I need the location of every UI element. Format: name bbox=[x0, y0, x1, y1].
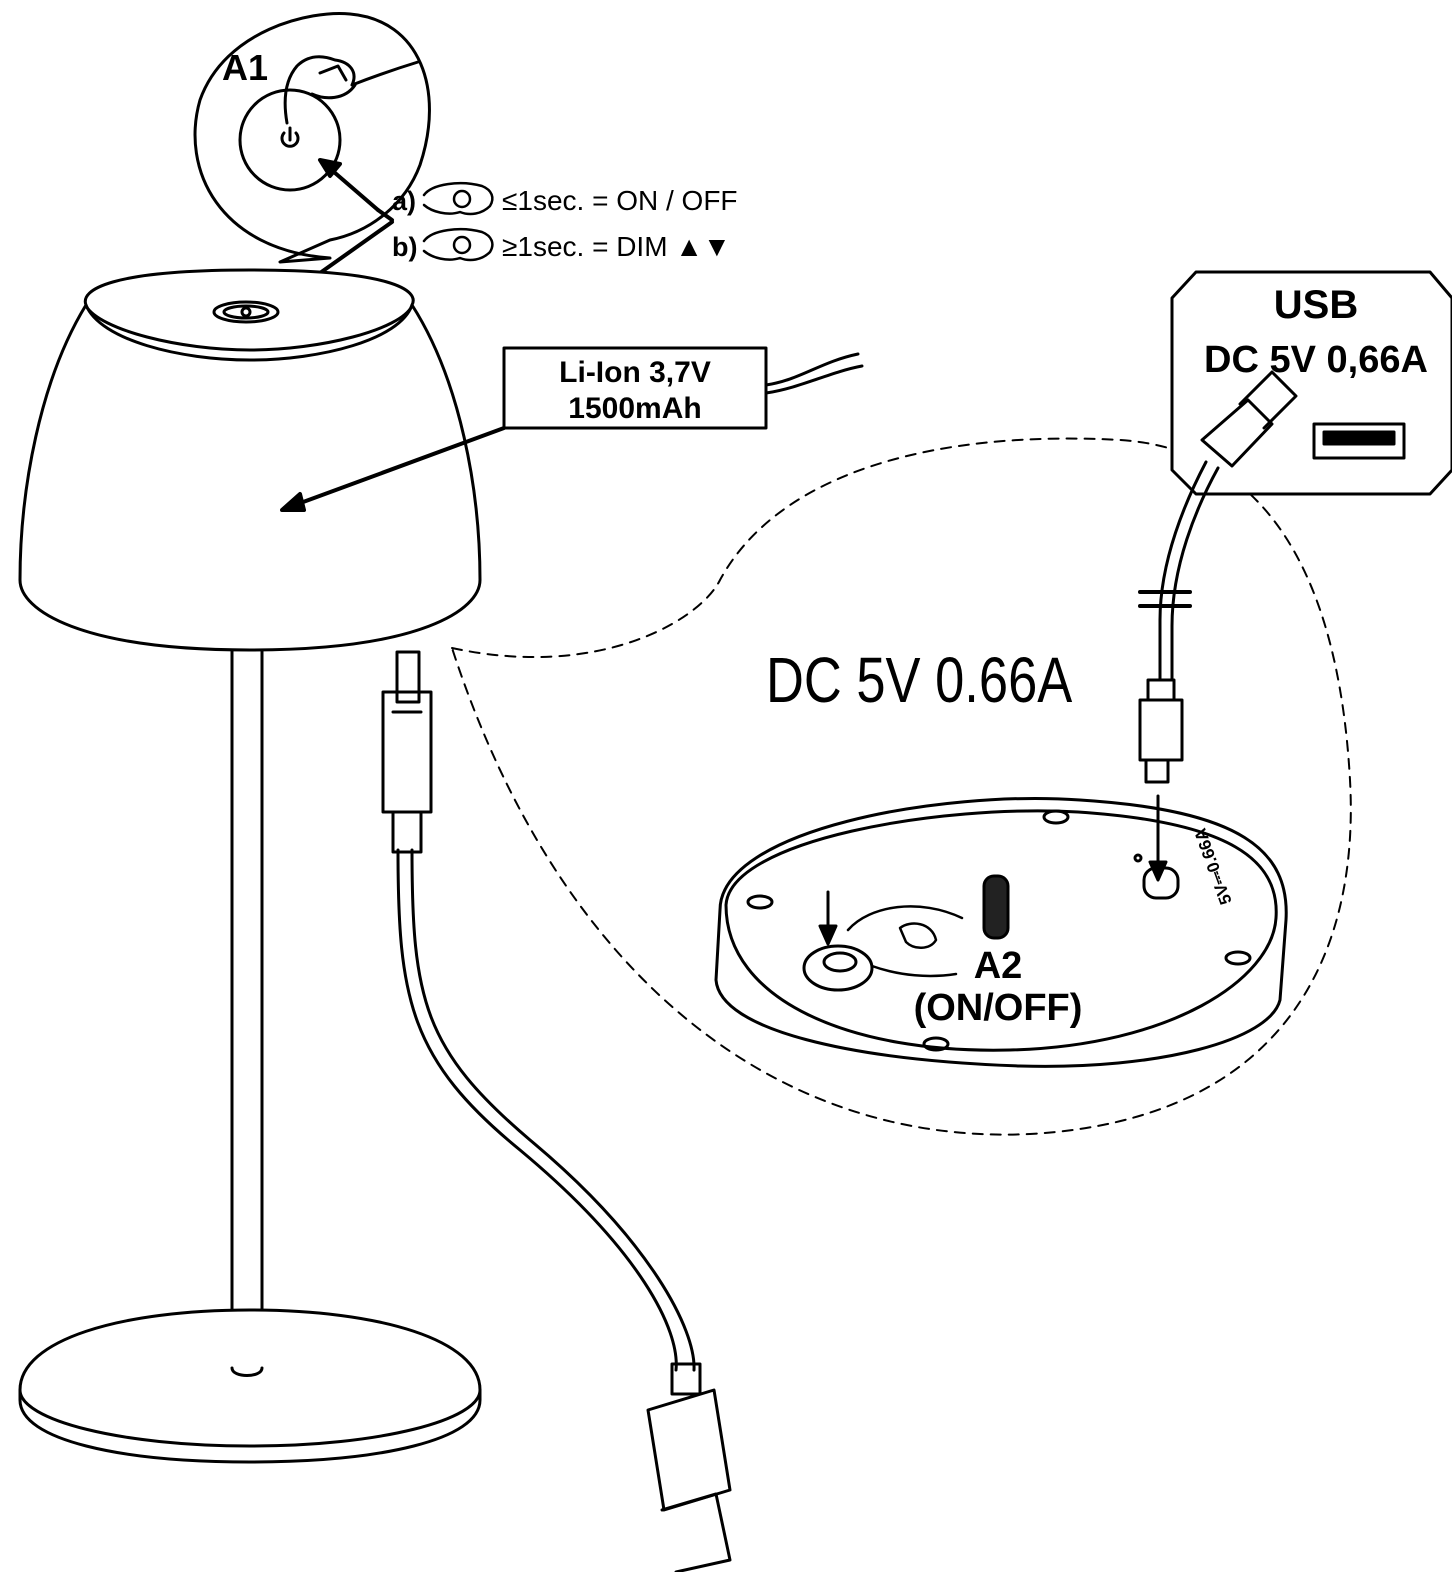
lamp-stem bbox=[230, 648, 264, 1372]
usb-c-arrow bbox=[1148, 794, 1168, 882]
label-instruction-b: b) bbox=[392, 232, 417, 262]
label-dc-spec: DC 5V 0.66A bbox=[766, 645, 1072, 716]
label-instruction-b-text: ≥1sec. = DIM ▲▼ bbox=[502, 231, 731, 262]
label-usb-spec: DC 5V 0,66A bbox=[1204, 339, 1428, 381]
hand-press-icon-b bbox=[422, 227, 494, 262]
label-instruction-a: a) bbox=[392, 186, 416, 216]
usb-adapter-box bbox=[1170, 270, 1452, 496]
label-usb-title: USB bbox=[1274, 283, 1358, 327]
battery-label-box bbox=[502, 346, 864, 430]
usb-cable-long bbox=[381, 650, 732, 1572]
label-battery-type: Li-Ion 3,7V bbox=[559, 356, 711, 389]
lamp-base bbox=[18, 1308, 482, 1464]
screw-knob bbox=[982, 874, 1010, 940]
shade-touch-button[interactable] bbox=[212, 300, 280, 324]
label-a2: A2 bbox=[974, 945, 1023, 987]
a2-switch-button[interactable] bbox=[802, 944, 874, 992]
usb-cable-short bbox=[1138, 460, 1220, 784]
a1-callout-bubble bbox=[193, 12, 431, 264]
label-a2-sub: (ON/OFF) bbox=[914, 987, 1083, 1029]
hand-press-icon-a bbox=[422, 181, 494, 216]
battery-arrow bbox=[280, 426, 506, 512]
a2-hand-icon bbox=[846, 905, 964, 978]
a2-arrow bbox=[818, 890, 838, 946]
zoom-outline-dashed bbox=[451, 437, 1352, 1136]
label-battery-capacity: 1500mAh bbox=[568, 392, 701, 425]
lamp-shade bbox=[18, 268, 482, 652]
label-a1: A1 bbox=[222, 47, 268, 88]
label-instruction-a-text: ≤1sec. = ON / OFF bbox=[502, 185, 738, 216]
power-icon bbox=[280, 126, 300, 148]
